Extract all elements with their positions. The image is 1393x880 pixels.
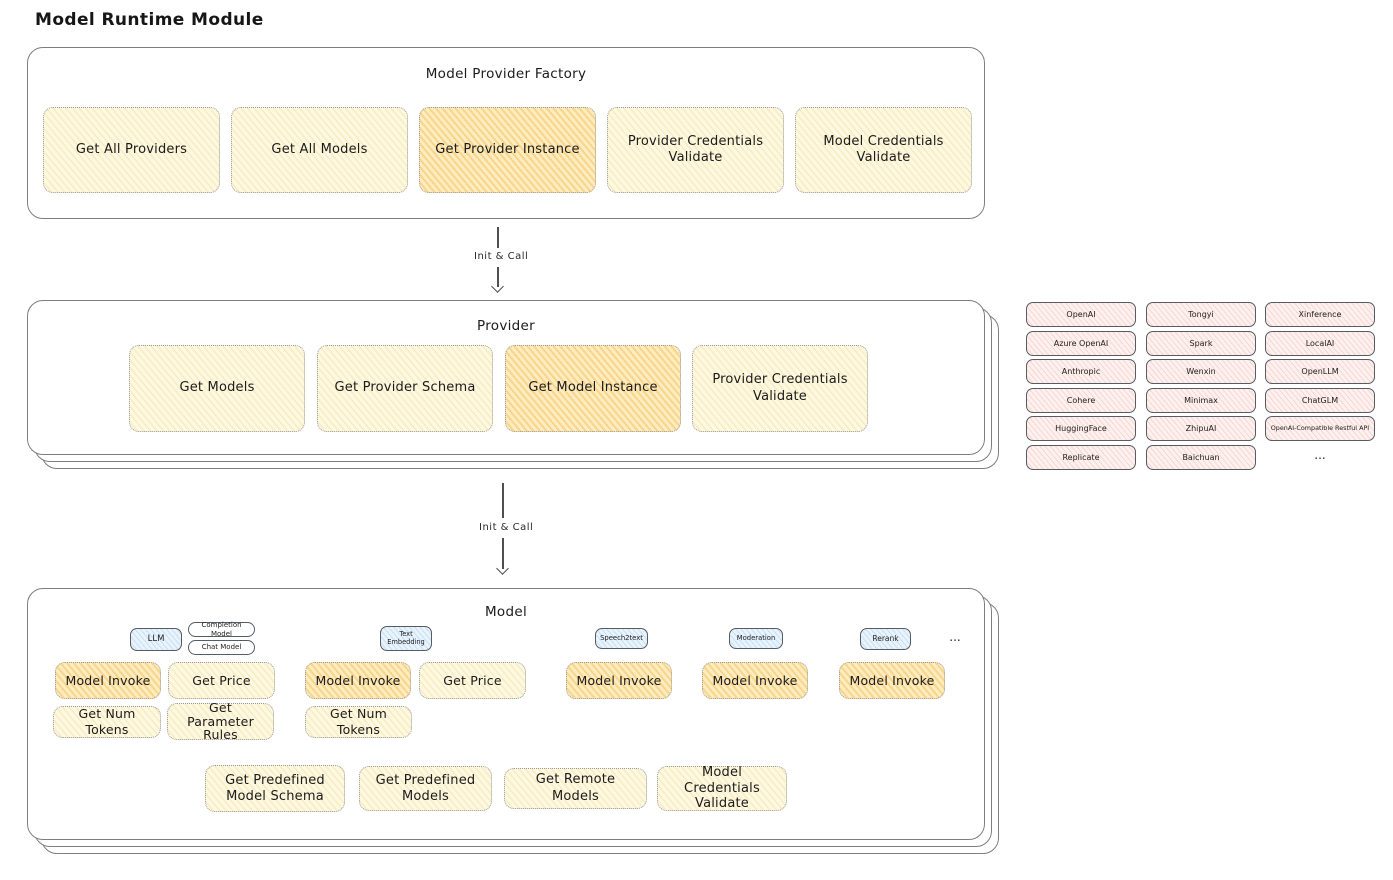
provider-chip-anthropic: Anthropic (1026, 359, 1136, 384)
tab-speech2text: Speech2text (595, 628, 648, 649)
speech2text-model-invoke: Model Invoke (566, 662, 672, 699)
arrow-head-icon (491, 280, 504, 293)
tab-llm: LLM (130, 628, 182, 651)
provider-chip-replicate: Replicate (1026, 445, 1136, 470)
factory-provider-credentials-validate: Provider Credentials Validate (607, 107, 784, 193)
provider-get-model-instance: Get Model Instance (505, 345, 681, 432)
provider-get-models: Get Models (129, 345, 305, 432)
arrow-line (497, 227, 499, 248)
tab-moderation: Moderation (729, 628, 783, 649)
init-call-label: Init & Call (479, 522, 534, 533)
factory-get-all-providers: Get All Providers (43, 107, 220, 193)
provider-get-provider-schema: Get Provider Schema (317, 345, 493, 432)
provider-chip-localai: LocalAI (1265, 331, 1375, 356)
provider-chip-minimax: Minimax (1146, 388, 1256, 413)
embedding-get-price: Get Price (419, 662, 526, 699)
provider-chip-baichuan: Baichuan (1146, 445, 1256, 470)
provider-chip-huggingface: HuggingFace (1026, 416, 1136, 441)
provider-chip-cohere: Cohere (1026, 388, 1136, 413)
page-title: Model Runtime Module (35, 10, 264, 30)
arrow-line (502, 538, 504, 569)
llm-get-price: Get Price (168, 662, 275, 699)
model-provider-factory-title: Model Provider Factory (425, 66, 587, 82)
get-predefined-models: Get Predefined Models (359, 766, 492, 811)
provider-chip-zhipuai: ZhipuAI (1146, 416, 1256, 441)
tab-rerank: Rerank (860, 628, 911, 650)
provider-credentials-validate: Provider Credentials Validate (692, 345, 868, 432)
provider-chip-openllm: OpenLLM (1265, 359, 1375, 384)
provider-chip-spark: Spark (1146, 331, 1256, 356)
moderation-model-invoke: Model Invoke (702, 662, 808, 699)
tab-chat-model: Chat Model (188, 640, 255, 655)
rerank-model-invoke: Model Invoke (839, 662, 945, 699)
embedding-model-invoke: Model Invoke (305, 662, 411, 699)
llm-get-parameter-rules: Get Parameter Rules (167, 701, 274, 742)
llm-model-invoke: Model Invoke (55, 662, 161, 699)
embedding-get-num-tokens: Get Num Tokens (305, 706, 412, 738)
provider-chip-azure-openai: Azure OpenAI (1026, 331, 1136, 356)
provider-title: Provider (477, 318, 535, 334)
arrow-line (497, 267, 499, 287)
tabs-more-ellipsis: ... (949, 630, 961, 644)
tab-completion-model: Completion Model (188, 621, 255, 638)
providers-more-ellipsis: ... (1314, 448, 1326, 462)
arrow-head-icon (496, 562, 509, 575)
provider-chip-chatglm: ChatGLM (1265, 388, 1375, 413)
tab-text-embedding: Text Embedding (380, 626, 432, 651)
model-credentials-validate: Model Credentials Validate (657, 765, 787, 811)
model-title: Model (484, 604, 528, 620)
factory-get-provider-instance: Get Provider Instance (419, 107, 596, 193)
factory-get-all-models: Get All Models (231, 107, 408, 193)
provider-chip-xinference: Xinference (1265, 302, 1375, 327)
factory-model-credentials-validate: Model Credentials Validate (795, 107, 972, 193)
provider-chip-tongyi: Tongyi (1146, 302, 1256, 327)
arrow-line (502, 483, 504, 518)
get-remote-models: Get Remote Models (504, 768, 647, 809)
llm-get-num-tokens: Get Num Tokens (53, 706, 161, 738)
provider-chip-openai-compatible: OpenAI-Compatible Restful API (1265, 416, 1375, 441)
get-predefined-model-schema: Get Predefined Model Schema (205, 765, 345, 812)
init-call-label: Init & Call (474, 251, 529, 262)
provider-chip-openai: OpenAI (1026, 302, 1136, 327)
provider-chip-wenxin: Wenxin (1146, 359, 1256, 384)
